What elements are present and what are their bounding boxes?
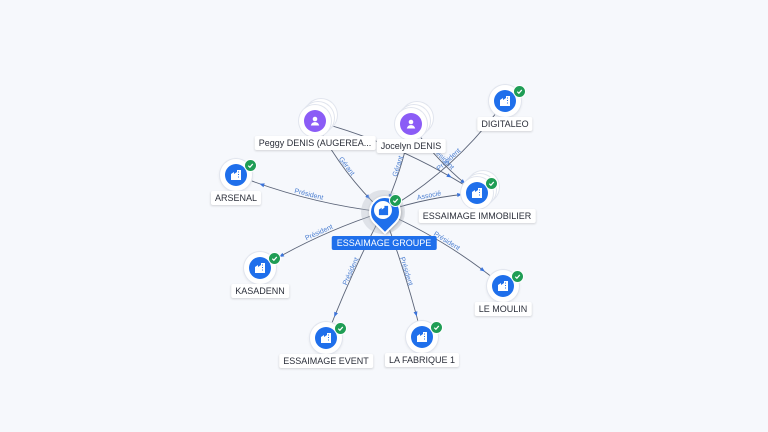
node-label-peggy[interactable]: Peggy DENIS (AUGEREA... xyxy=(254,136,376,150)
edge-arrow xyxy=(259,183,265,188)
building-icon xyxy=(411,326,433,348)
edge-arrow xyxy=(457,193,463,197)
building-icon xyxy=(225,164,247,186)
edge-label: Associé xyxy=(416,190,442,202)
building-icon xyxy=(374,201,392,219)
verified-check-icon xyxy=(334,322,347,335)
edge-label: Président xyxy=(432,231,461,253)
node-label-moulin[interactable]: LE MOULIN xyxy=(474,302,532,316)
building-icon xyxy=(249,257,271,279)
node-label-jocelyn[interactable]: Jocelyn DENIS xyxy=(376,139,446,153)
person-icon xyxy=(400,113,422,135)
edge-label: Président xyxy=(342,257,361,287)
verified-check-icon xyxy=(268,252,281,265)
edge-label: Gérant xyxy=(337,156,355,177)
building-icon xyxy=(466,182,488,204)
person-icon xyxy=(304,110,326,132)
verified-check-icon xyxy=(485,177,498,190)
verified-check-icon xyxy=(511,270,524,283)
node-disc[interactable] xyxy=(244,252,276,284)
edge-arrow xyxy=(365,194,371,200)
verified-check-icon xyxy=(389,194,402,207)
building-icon xyxy=(315,327,337,349)
edge-label: Président xyxy=(304,224,334,243)
node-disc[interactable] xyxy=(406,321,438,353)
node-label-immobilier[interactable]: ESSAIMAGE IMMOBILIER xyxy=(418,209,536,223)
node-label-kasadenn[interactable]: KASADENN xyxy=(231,284,289,298)
edge-arrow xyxy=(334,311,338,318)
node-label-digitaleo[interactable]: DIGITALEO xyxy=(477,117,533,131)
node-label-arsenal[interactable]: ARSENAL xyxy=(210,191,262,205)
node-disc[interactable] xyxy=(395,108,427,140)
edge-label: Gérant xyxy=(392,155,405,178)
edge-center-arsenal xyxy=(235,174,384,213)
node-label-event[interactable]: ESSAIMAGE EVENT xyxy=(279,354,373,368)
edge-label: Président xyxy=(293,188,323,202)
center-node-label[interactable]: ESSAIMAGE GROUPE xyxy=(331,236,437,250)
node-disc[interactable] xyxy=(310,322,342,354)
edge-arrow xyxy=(413,311,418,317)
edge-arrow xyxy=(446,173,452,178)
node-label-fabrique[interactable]: LA FABRIQUE 1 xyxy=(384,353,460,367)
verified-check-icon xyxy=(513,85,526,98)
verified-check-icon xyxy=(430,321,443,334)
building-icon xyxy=(494,90,516,112)
building-icon xyxy=(492,275,514,297)
edge-arrow xyxy=(479,267,485,272)
node-disc[interactable] xyxy=(299,105,331,137)
verified-check-icon xyxy=(244,159,257,172)
edge-label: Président xyxy=(398,256,413,286)
